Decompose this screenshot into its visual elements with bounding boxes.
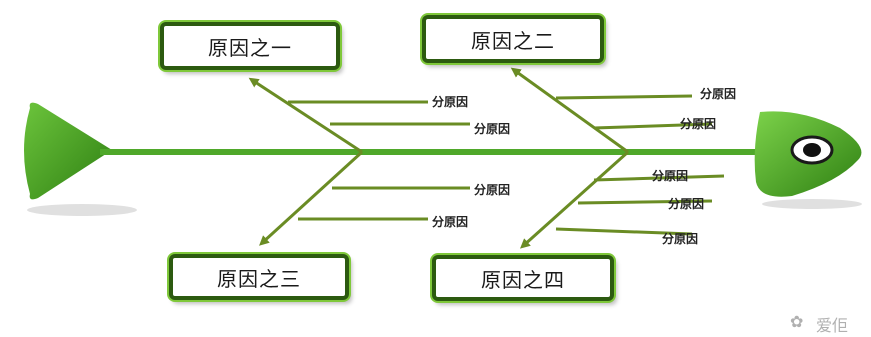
sub-cause-label: 分原因 xyxy=(432,215,469,229)
cause-box-1: 原因之一 xyxy=(160,22,340,70)
bone-cause-2 xyxy=(510,67,629,154)
sub-bone-4c xyxy=(555,227,693,236)
sub-cause-label: 分原因 xyxy=(680,117,717,131)
sub-bone-4a xyxy=(593,174,725,182)
sub-cause-label: 分原因 xyxy=(474,122,511,136)
bone-cause-4 xyxy=(520,150,630,249)
head-shadow xyxy=(762,199,862,209)
sub-bone-2a xyxy=(555,94,693,100)
sub-cause-label: 分原因 xyxy=(432,95,469,109)
bone-cause-3 xyxy=(259,150,364,246)
watermark-text: 爱佢 xyxy=(816,316,849,335)
cause-box-3: 原因之三 xyxy=(169,254,349,300)
sub-bone-4b xyxy=(577,199,713,205)
sub-cause-label: 分原因 xyxy=(662,232,699,246)
tail-shadow xyxy=(27,204,137,216)
fish-pupil xyxy=(803,143,821,157)
sub-cause-label: 分原因 xyxy=(652,169,689,183)
sub-bone-2b xyxy=(593,122,713,130)
sub-cause-label: 分原因 xyxy=(474,183,511,197)
sub-cause-label: 分原因 xyxy=(700,87,737,101)
sub-cause-label: 分原因 xyxy=(668,197,705,211)
fish-tail xyxy=(24,102,112,200)
cause-box-2: 原因之二 xyxy=(422,15,604,63)
bone-cause-1 xyxy=(248,77,363,154)
watermark-icon: ✿ xyxy=(790,312,804,331)
cause-box-4: 原因之四 xyxy=(432,255,614,301)
